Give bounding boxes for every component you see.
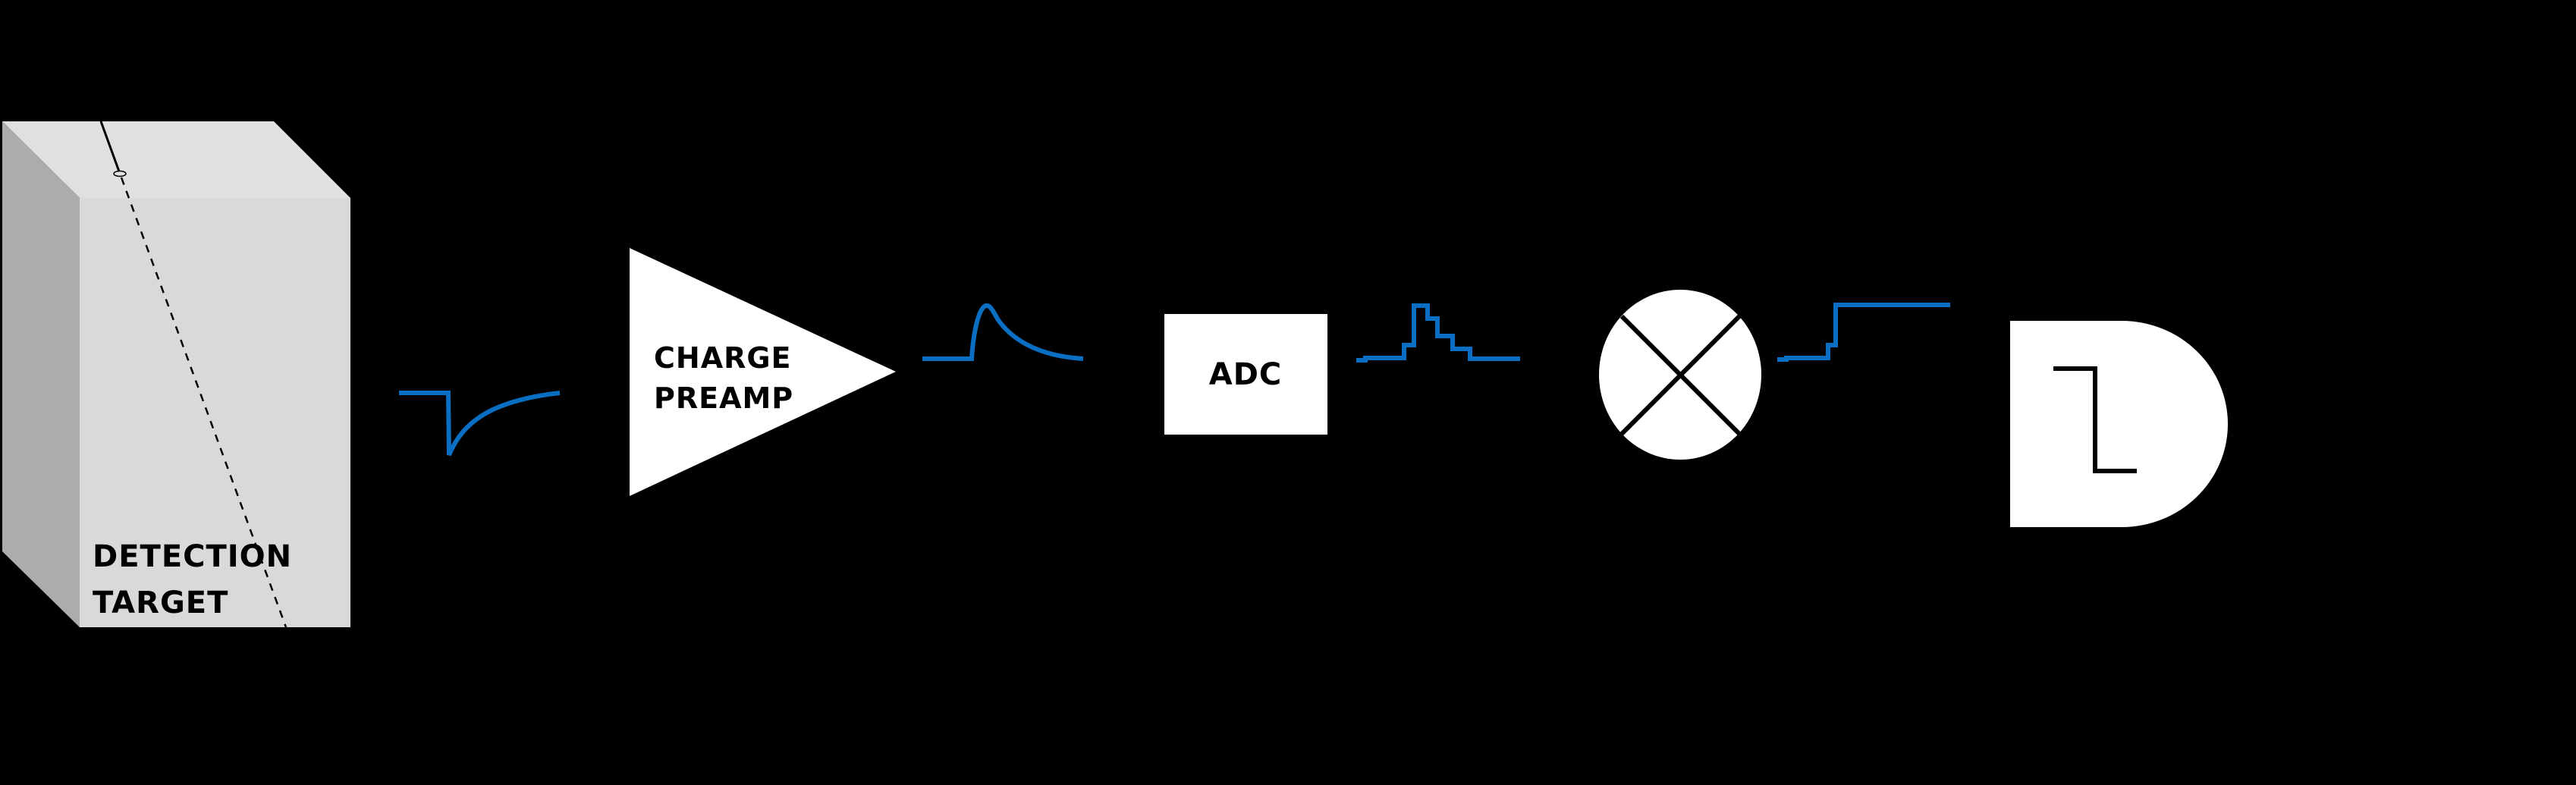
integrated-step-waveform [1777, 303, 1950, 362]
detection-target-front-face [80, 198, 350, 627]
particle-track-incoming [99, 121, 121, 172]
digitized-pulse-waveform [1356, 303, 1520, 363]
threshold-step-icon [2053, 366, 2137, 473]
adc-block: ADC [1164, 314, 1327, 435]
detector-pulse-waveform [399, 391, 561, 457]
charge-preamp-block: CHARGE PREAMP [630, 248, 896, 496]
charge-preamp-label-line1: CHARGE [654, 341, 792, 375]
discriminator-d-shape [2010, 321, 2228, 527]
charge-preamp-label-line2: PREAMP [654, 382, 793, 415]
detection-target-label-line2: TARGET [93, 586, 228, 620]
detection-target-block: DETECTION TARGET [2, 121, 350, 628]
detection-target-label-line1: DETECTION [93, 539, 292, 574]
detection-target-side-face [2, 121, 80, 627]
adc-rectangle [1164, 314, 1327, 435]
shaped-pulse-waveform [922, 303, 1084, 361]
detection-target-top-face [2, 121, 350, 198]
charge-preamp-triangle [630, 248, 896, 496]
multiplier-x-line-2 [1619, 314, 1742, 436]
discriminator-block [2010, 321, 2228, 527]
interaction-point-marker [113, 170, 127, 177]
adc-label: ADC [1209, 357, 1283, 392]
multiplier-block [1599, 290, 1761, 460]
